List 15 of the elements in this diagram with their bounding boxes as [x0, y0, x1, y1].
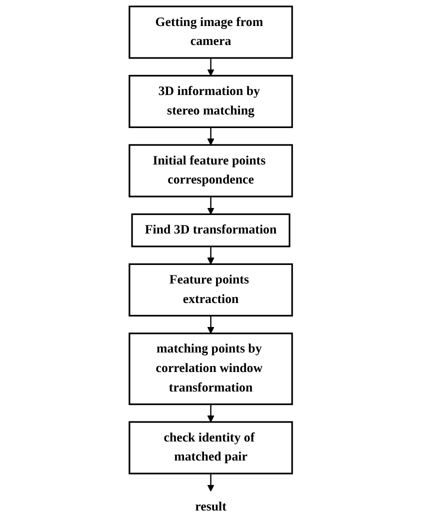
arrow	[206, 196, 214, 215]
arrow	[206, 246, 214, 265]
arrow	[206, 404, 214, 422]
node-box: matching points by correlation window transformation	[128, 332, 293, 406]
arrow	[206, 127, 214, 146]
node-text: result	[194, 500, 226, 514]
arrow	[206, 474, 214, 492]
node-box: Initial feature points correspondence	[128, 144, 293, 198]
node-box: 3D information by stereo matching	[128, 74, 293, 128]
arrow	[206, 316, 214, 334]
node-box: Find 3D transformation	[130, 213, 290, 248]
node-box: Feature points extraction	[128, 263, 293, 317]
arrow	[206, 58, 214, 76]
node-box: Getting image from camera	[128, 6, 293, 59]
node-box: check identity of matched pair	[128, 421, 293, 474]
